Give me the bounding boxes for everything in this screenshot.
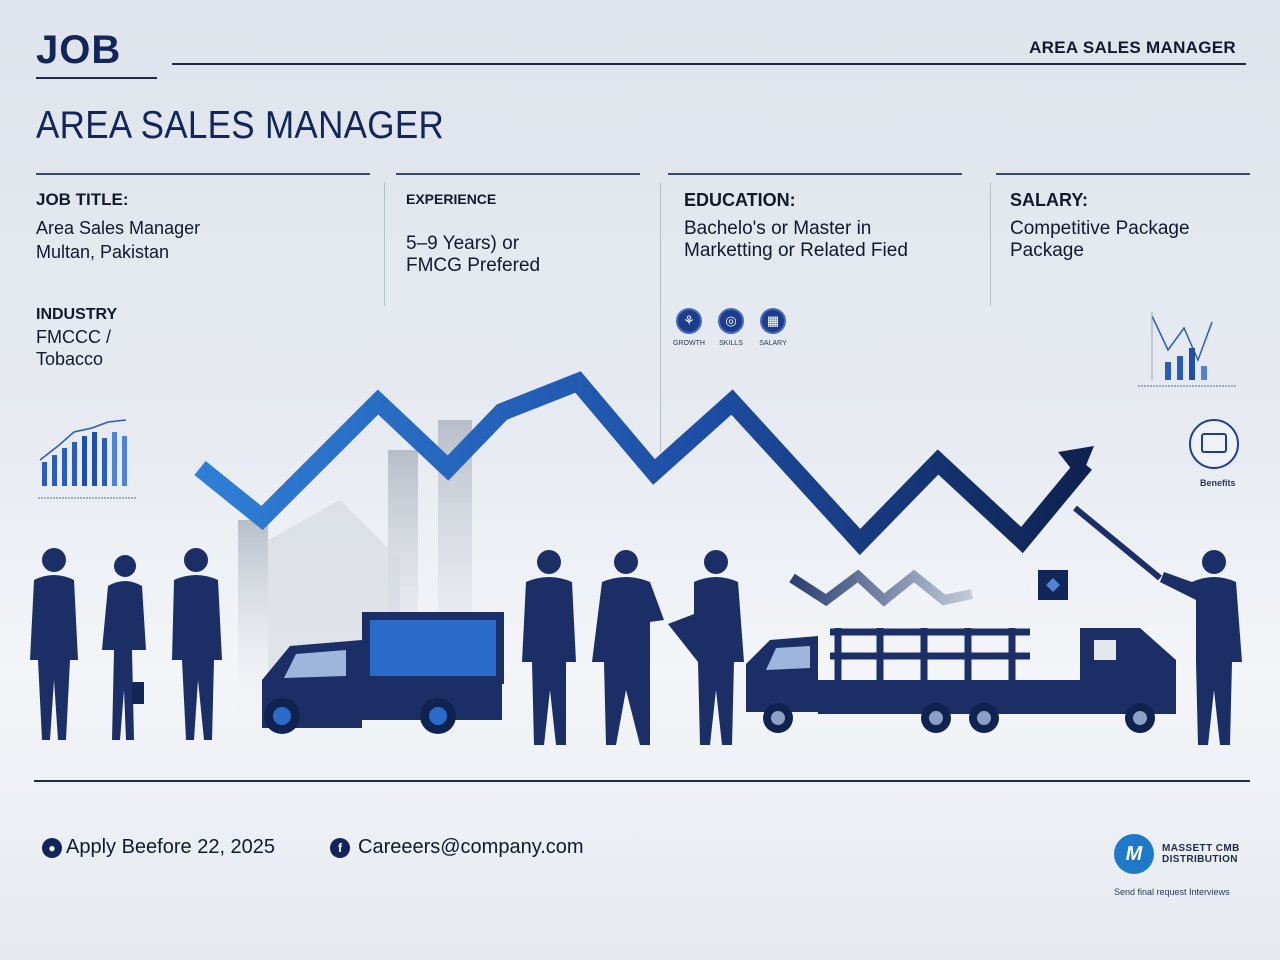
apply-deadline: ● Apply Beefore 22, 2025 (42, 836, 275, 859)
apply-deadline-text: Apply Beefore 22, 2025 (66, 836, 276, 858)
hero-illustration (30, 312, 1242, 745)
id-card-icon: ▦ (760, 308, 786, 334)
people-group-left (30, 548, 222, 740)
industry-value-secondary: Tobacco (36, 349, 104, 369)
experience-label: EXPERIENCE (406, 191, 497, 207)
benefits-caption: Benefits (1200, 478, 1236, 488)
company-tagline: Send final request Interviews (1114, 887, 1230, 897)
pointer-stick (1073, 505, 1162, 581)
feature-skills: ◎ SKILLS (710, 308, 752, 348)
column-rule-salary (996, 173, 1250, 175)
education-label: EDUCATION: (684, 190, 796, 210)
company-logo: M MASSETT CMB DISTRIBUTION (1114, 834, 1240, 874)
feature-icons: ⚘ GROWTH ◎ SKILLS ▦ SALARY (668, 308, 794, 348)
people-group-middle (522, 550, 744, 745)
arrow-head (1058, 446, 1094, 480)
secondary-trend-line (789, 569, 974, 607)
footer-rule (34, 780, 1250, 782)
job-location-value: Multan, Pakistan (36, 242, 170, 262)
page-title: AREA SALES MANAGER (36, 104, 445, 147)
company-logo-mark: M (1114, 834, 1154, 874)
salary-package-value: Package (1010, 240, 1084, 261)
column-rule-job-title (36, 173, 370, 175)
company-name: MASSETT CMB (1162, 843, 1240, 854)
column-rule-education (668, 173, 962, 175)
tree-icon: ⚘ (676, 308, 702, 334)
job-heading: JOB (36, 28, 122, 72)
salary-label: SALARY: (1010, 190, 1088, 210)
salary-value: Competitive Package (1010, 218, 1190, 239)
feature-growth: ⚘ GROWTH (668, 308, 710, 348)
mini-bar-chart-left (38, 419, 136, 499)
experience-sector-value: FMCG Prefered (406, 255, 541, 276)
globe-icon: ◎ (718, 308, 744, 334)
company-division: DISTRIBUTION (1162, 854, 1238, 865)
column-divider (990, 182, 991, 306)
job-underline (36, 77, 157, 79)
column-rule-experience (396, 173, 640, 175)
experience-years-value: 5–9 Years) or (406, 233, 520, 254)
feature-salary: ▦ SALARY (752, 308, 794, 348)
facebook-icon: f (330, 837, 350, 858)
column-divider (384, 182, 385, 306)
email-link[interactable]: Careeers@company.com (358, 836, 584, 858)
clock-icon: ● (42, 837, 62, 858)
job-title-value: Area Sales Manager (36, 218, 201, 238)
header-right-title: AREA SALES MANAGER (1029, 38, 1236, 57)
contact-email[interactable]: f Careeers@company.com (330, 836, 584, 859)
industry-label: INDUSTRY (36, 306, 118, 323)
delivery-truck (262, 612, 504, 734)
feature-caption: SKILLS (719, 340, 743, 347)
growth-trend-line (194, 371, 1092, 556)
feature-caption: SALARY (759, 340, 787, 347)
job-title-label: JOB TITLE: (36, 190, 129, 209)
industry-value: FMCCC / (36, 327, 111, 347)
education-field-value: Marketting or Related Fied (684, 240, 908, 261)
education-degree-value: Bachelo's or Master in (684, 218, 872, 239)
mini-bar-chart-right (1138, 312, 1236, 387)
column-divider (660, 182, 661, 452)
briefcase-icon (1201, 433, 1227, 453)
header-rule (172, 63, 1246, 65)
badge-diamond (1046, 578, 1060, 592)
presenter-silhouette (1160, 550, 1242, 745)
cargo-truck (746, 628, 1176, 733)
benefits-badge (1189, 419, 1239, 469)
feature-caption: GROWTH (673, 340, 705, 347)
